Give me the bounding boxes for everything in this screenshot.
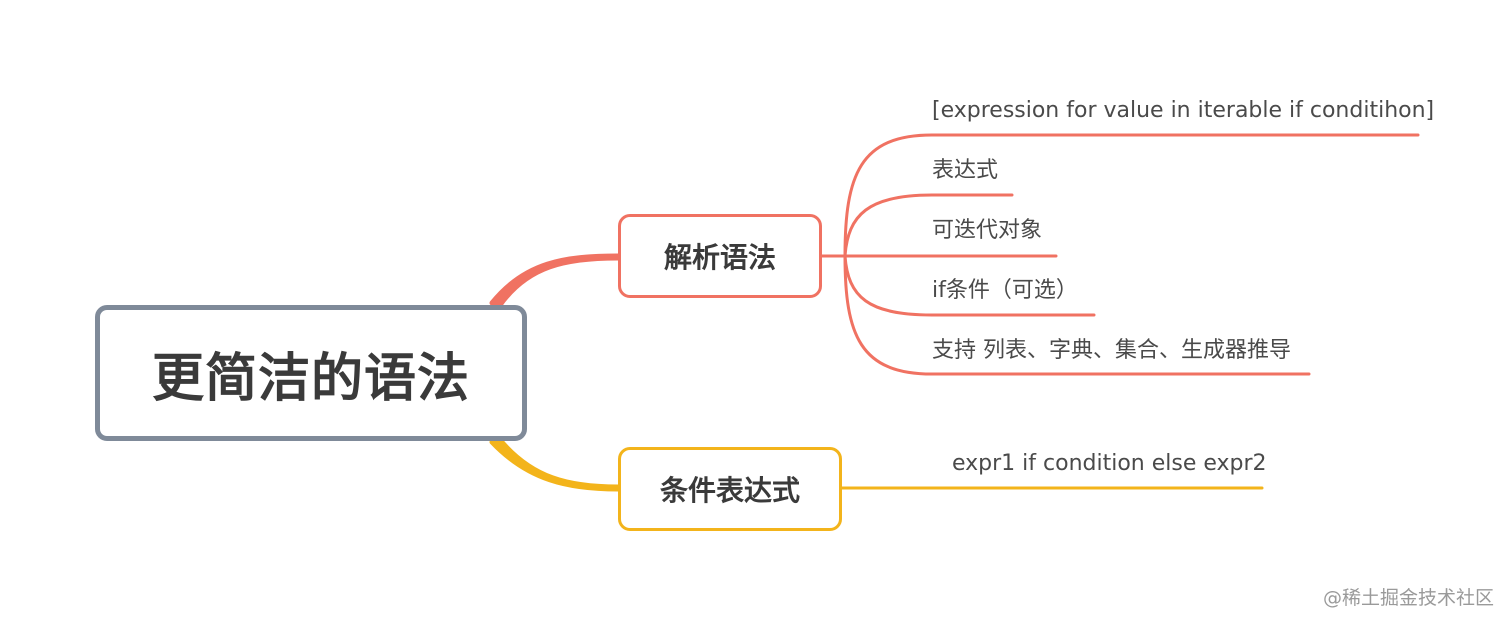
connector-root-parse [489,253,621,308]
subtopic-conditional-syntax[interactable]: expr1 if condition else expr2 [952,451,1267,476]
branch-topic-parse[interactable]: 解析语法 [618,214,822,298]
parse-branch-connectors [820,133,1420,376]
watermark: @稀土掘金技术社区 [1322,587,1494,609]
connector-leaf-4 [843,254,1311,376]
subtopic-expression[interactable]: 表达式 [932,158,999,183]
root-topic[interactable]: 更简洁的语法 [95,305,527,441]
subtopic-syntax-template[interactable]: [expression for value in iterable if con… [932,98,1435,123]
connector-root-cond [489,437,621,492]
connector-leaf-1 [843,193,1014,258]
subtopic-iterable[interactable]: 可迭代对象 [932,218,1043,243]
branch-topic-conditional[interactable]: 条件表达式 [618,447,842,531]
subtopic-supported-comprehensions[interactable]: 支持 列表、字典、集合、生成器推导 [932,338,1291,363]
connector-leaf-3 [843,254,1096,317]
connector-leaf-0 [843,133,1420,258]
subtopic-if-condition[interactable]: if条件（可选） [932,278,1078,303]
